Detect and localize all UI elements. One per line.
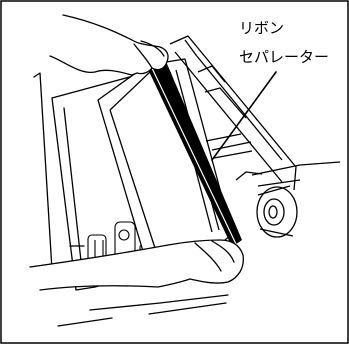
ribbon-roller-unit (169, 35, 341, 191)
roller-end-cap (256, 185, 298, 238)
ribbon-separator-band (145, 59, 242, 247)
upper-hand (49, 14, 169, 76)
callout-label-ribbon: リボン (239, 19, 285, 37)
lower-hand (29, 239, 244, 291)
callout-leader (211, 71, 277, 161)
callout-label-separator: セパレーター (239, 48, 330, 66)
